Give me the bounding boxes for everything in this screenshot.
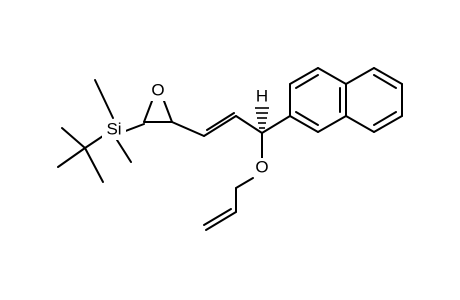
bond-si-epoxide-c1 [122, 123, 145, 133]
bond-terminal-alkene-inner [203, 208, 232, 226]
bond-si-methyl-bottom [116, 139, 132, 163]
epoxide-oxygen-label: O [151, 80, 164, 99]
bond-nap-3 [317, 67, 347, 85]
hashed-wedge-bond [255, 107, 269, 129]
tert-butyl-group [57, 127, 104, 183]
bond-nap-5 [317, 115, 347, 133]
bond-cquat-me1 [61, 127, 86, 149]
bond-nap-8 [373, 67, 403, 85]
bond-epoxide-c1-o [143, 100, 153, 123]
bond-si-cquat [84, 135, 104, 149]
bond-nap-11 [345, 115, 375, 133]
bond-o-ch2 [235, 177, 254, 189]
alkene-double-bond [203, 112, 237, 137]
bond-nap-10 [373, 115, 403, 133]
bond-nap-inner-d [373, 74, 397, 89]
bond-stereocenter-naphthyl [261, 115, 291, 134]
bond-cquat-me3 [84, 147, 104, 183]
bond-epoxide-alkene [171, 121, 205, 137]
bond-nap-inner-c [295, 111, 319, 126]
dimethyl-groups [94, 79, 132, 163]
naphthalene-left-ring [289, 67, 347, 133]
bond-nap-inner-e [373, 111, 397, 126]
silicon-atom-label: Si [106, 119, 121, 138]
bond-si-methyl-top [94, 79, 114, 119]
bond-epoxide-c2-o [163, 100, 173, 123]
bond-alkene-stereocenter [235, 115, 263, 134]
bond-nap-inner-a [295, 74, 319, 89]
bond-nap-2 [289, 67, 319, 85]
bond-alkene-inner [206, 112, 235, 131]
bond-alkene-main [203, 115, 237, 137]
stereo-hydrogen-label: H [256, 86, 268, 105]
bond-cquat-me2 [57, 147, 86, 168]
atom-labels: Si O O H [102, 80, 270, 178]
ether-oxygen-label: O [255, 157, 268, 176]
bond-nap-6 [289, 115, 319, 133]
allyl-group [203, 177, 254, 231]
bond-nap-7 [345, 67, 375, 85]
naphthalene-right-ring [345, 67, 403, 133]
epoxide-ring [143, 100, 173, 123]
bond-terminal-alkene [205, 211, 237, 231]
